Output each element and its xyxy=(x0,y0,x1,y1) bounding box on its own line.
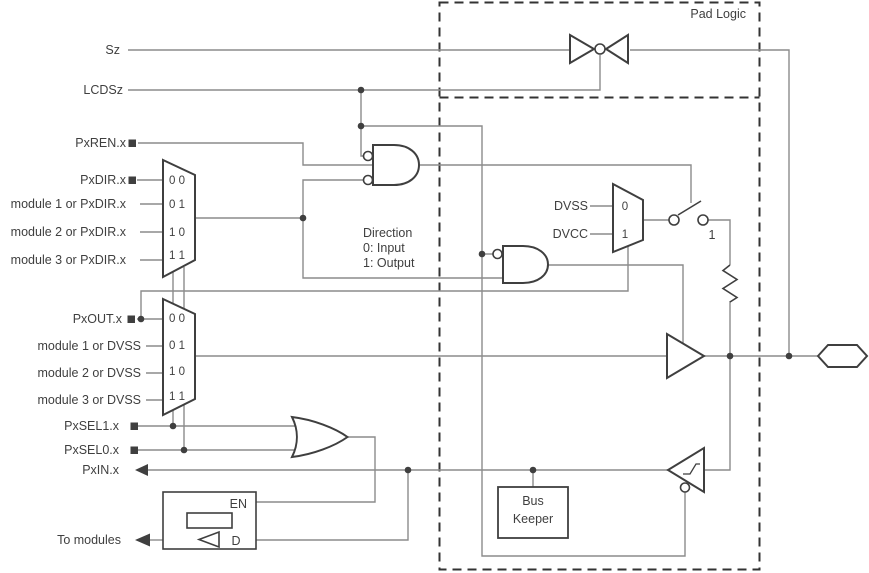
pull-gate-input-bubble-top xyxy=(362,150,374,162)
pxin-label: PxIN.x xyxy=(82,463,120,477)
pad-logic-border xyxy=(438,1,761,571)
pull-enable-and-gate xyxy=(372,144,421,186)
dvcc-label: DVCC xyxy=(553,227,588,241)
out-mux xyxy=(162,297,196,417)
sz-wire-right xyxy=(630,49,790,356)
pxren-label: PxREN.x xyxy=(75,136,126,150)
lcdsz-disable-wire xyxy=(361,125,686,557)
junction-dot xyxy=(357,86,365,94)
pxsel1-bit-square xyxy=(130,422,138,430)
analog-switch-right-triangle xyxy=(604,33,629,65)
pull-mux-code-1: 1 xyxy=(622,229,628,241)
pull-enable-wire xyxy=(420,164,692,203)
out-mux-code-01: 0 1 xyxy=(169,340,185,352)
switch-lever xyxy=(677,200,702,216)
dir-mux xyxy=(162,158,196,279)
mod1-dvss-label: module 1 or DVSS xyxy=(37,339,141,353)
out-mux-code-10: 1 0 xyxy=(169,366,185,378)
output-enable-and-gate xyxy=(502,245,550,284)
mod1-pxdir-label: module 1 or PxDIR.x xyxy=(11,197,127,211)
pxren-bit-square xyxy=(128,139,136,147)
junction-dot xyxy=(137,315,145,323)
mod2-dvss-label: module 2 or DVSS xyxy=(37,366,141,380)
mod3-dvss-label: module 3 or DVSS xyxy=(37,393,141,407)
direction-note-line2: 0: Input xyxy=(363,241,405,255)
output-driver-buffer xyxy=(666,332,706,380)
analog-switch-control-bubble xyxy=(594,43,606,55)
pxin-arrow xyxy=(135,464,148,476)
lcdsz-label: LCDSz xyxy=(83,83,123,97)
junction-dot xyxy=(785,352,793,360)
pxren-wire xyxy=(138,142,373,166)
lcdsz-to-pull-gate xyxy=(360,126,363,157)
dvss-label: DVSS xyxy=(554,199,588,213)
pull-mux xyxy=(612,182,644,254)
pxout-to-pull-mux-select xyxy=(140,246,629,319)
switch-contact-right xyxy=(697,214,709,226)
sz-label: Sz xyxy=(105,43,120,57)
analog-switch-left-triangle xyxy=(569,33,596,65)
pxsel-or-gate xyxy=(290,415,350,459)
pxout-label: PxOUT.x xyxy=(73,312,123,326)
direction-to-output-gate xyxy=(302,218,503,279)
switch-to-resistor-wire xyxy=(708,219,731,265)
mod3-pxdir-label: module 3 or PxDIR.x xyxy=(11,253,127,267)
bus-keeper-line1: Bus xyxy=(522,494,544,508)
hysteresis-icon xyxy=(683,463,700,475)
pxsel1-label: PxSEL1.x xyxy=(64,419,120,433)
pad-hexagon xyxy=(816,344,869,368)
direction-note-line3: 1: Output xyxy=(363,256,415,270)
junction-dot xyxy=(299,214,307,222)
junction-dot xyxy=(180,446,188,454)
schmitt-disable-bubble xyxy=(679,482,691,493)
pxsel0-bit-square xyxy=(130,446,138,454)
junction-dot xyxy=(478,250,486,258)
pxsel0-label: PxSEL0.x xyxy=(64,443,120,457)
direction-note-line1: Direction xyxy=(363,226,412,240)
pad-logic-title: Pad Logic xyxy=(690,7,746,21)
input-schmitt-trigger xyxy=(666,446,705,494)
pxout-bit-square xyxy=(127,315,135,323)
latch-d-label: D xyxy=(231,534,240,548)
pad-to-schmitt-wire xyxy=(704,356,731,471)
junction-dot xyxy=(169,422,177,430)
pull-gate-input-bubble-bottom xyxy=(362,174,374,186)
pull-resistor xyxy=(721,264,739,303)
out-mux-code-11: 1 1 xyxy=(169,391,185,403)
latch-buffer-triangle xyxy=(196,530,220,549)
bus-keeper-box xyxy=(497,486,569,539)
pxdir-label: PxDIR.x xyxy=(80,173,127,187)
dir-mux-code-01: 0 1 xyxy=(169,199,185,211)
to-modules-arrow xyxy=(135,533,150,547)
junction-dot xyxy=(726,352,734,360)
junction-dot xyxy=(529,466,537,474)
junction-dot xyxy=(357,122,365,130)
switch-contact-left xyxy=(668,214,680,226)
dir-mux-code-11: 1 1 xyxy=(169,250,185,262)
mod2-pxdir-label: module 2 or PxDIR.x xyxy=(11,225,127,239)
latch-en-label: EN xyxy=(230,497,247,511)
driver-enable-wire xyxy=(548,264,684,343)
pxdir-bit-square xyxy=(128,176,136,184)
input-latch-notch xyxy=(186,512,233,529)
to-modules-label: To modules xyxy=(57,533,121,547)
switch-label: 1 xyxy=(709,228,716,242)
dir-mux-code-10: 1 0 xyxy=(169,227,185,239)
lcdsz-wire xyxy=(128,55,601,91)
out-mux-code-00: 0 0 xyxy=(169,313,185,325)
dir-mux-code-00: 0 0 xyxy=(169,175,185,187)
direction-to-pull-gate xyxy=(302,179,363,218)
pull-mux-code-0: 0 xyxy=(622,201,628,213)
bus-keeper-line2: Keeper xyxy=(513,512,553,526)
latch-d-wire xyxy=(256,470,409,541)
junction-dot xyxy=(404,466,412,474)
output-gate-input-bubble xyxy=(492,248,503,260)
